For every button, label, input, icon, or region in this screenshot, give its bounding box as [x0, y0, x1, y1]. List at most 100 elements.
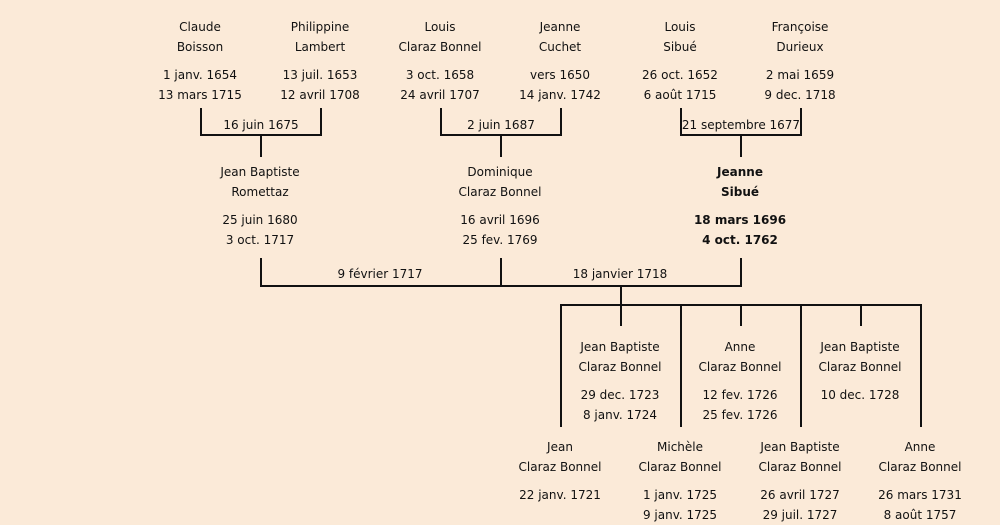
person-last-name: Durieux [776, 40, 824, 54]
spacer [260, 57, 380, 65]
person-first-name: Claude [179, 20, 221, 34]
connector-line [680, 108, 682, 136]
person-first-name: Louis [424, 20, 456, 34]
connector-line [740, 134, 742, 157]
spacer [680, 202, 800, 210]
person-last-name: Sibué [663, 40, 697, 54]
person-last-name: Sibué [720, 185, 760, 199]
marriage-date: 18 janvier 1718 [572, 267, 668, 281]
person-birth-date: 3 oct. 1658 [405, 68, 475, 82]
person-death-date [800, 405, 920, 425]
person-last-name: Claraz Bonnel [398, 40, 482, 54]
person-death-date: 12 avril 1708 [280, 88, 360, 102]
person-death-date: 14 janv. 1742 [519, 88, 601, 102]
person-birth-date: 26 mars 1731 [878, 488, 962, 502]
person-first-name: Anne [904, 440, 936, 454]
connector-line [320, 108, 322, 136]
person-birth-date: 1 janv. 1654 [162, 68, 238, 82]
spacer [680, 377, 800, 385]
spacer [740, 57, 860, 65]
person-death-date: 25 fev. 1726 [702, 408, 778, 422]
person-last-name: Lambert [294, 40, 346, 54]
spacer [200, 202, 320, 210]
marriage-date: 21 septembre 1677 [681, 118, 801, 132]
person-last-name: Cuchet [538, 40, 582, 54]
connector-line [560, 304, 562, 427]
spacer [380, 57, 500, 65]
person-first-name: Anne [724, 340, 756, 354]
person-death-date: 9 janv. 1725 [642, 508, 718, 522]
person-death-date: 9 dec. 1718 [764, 88, 836, 102]
person-birth-date: 18 mars 1696 [693, 213, 787, 227]
person-birth-date: 25 juin 1680 [222, 213, 298, 227]
person-last-name: Claraz Bonnel [518, 460, 602, 474]
person-birth-date: 12 fev. 1726 [702, 388, 778, 402]
spacer [620, 477, 740, 485]
person-death-date [500, 505, 620, 525]
person-first-name: Louis [664, 20, 696, 34]
connector-line [260, 258, 262, 287]
connector-line [500, 134, 502, 157]
connector-line [260, 285, 742, 287]
connector-line [560, 108, 562, 136]
connector-line [740, 258, 742, 287]
person-birth-date: 10 dec. 1728 [820, 388, 900, 402]
person-last-name: Claraz Bonnel [698, 360, 782, 374]
person-first-name: Françoise [771, 20, 829, 34]
person-first-name: Philippine [290, 20, 350, 34]
connector-line [800, 108, 802, 136]
marriage-date: 9 février 1717 [337, 267, 423, 281]
spacer [500, 477, 620, 485]
person-death-date: 25 fev. 1769 [462, 233, 538, 247]
spacer [800, 377, 920, 385]
person-death-date: 3 oct. 1717 [225, 233, 295, 247]
person-last-name: Claraz Bonnel [578, 360, 662, 374]
spacer [560, 377, 680, 385]
spacer [140, 57, 260, 65]
person-birth-date: 13 juil. 1653 [282, 68, 358, 82]
connector-line [860, 304, 862, 326]
person-birth-date: 16 avril 1696 [460, 213, 540, 227]
person-first-name: Jean Baptiste [760, 440, 840, 454]
connector-line [200, 108, 202, 136]
person-last-name: Claraz Bonnel [458, 185, 542, 199]
connector-line [620, 285, 622, 305]
person-last-name: Claraz Bonnel [878, 460, 962, 474]
person-first-name: Jeanne [539, 20, 581, 34]
person-last-name: Romettaz [231, 185, 289, 199]
connector-line [260, 134, 262, 157]
person-death-date: 4 oct. 1762 [702, 233, 778, 247]
person-birth-date: 1 janv. 1725 [642, 488, 718, 502]
person-birth-date: vers 1650 [529, 68, 591, 82]
person-first-name: Jean [547, 440, 573, 454]
connector-line [500, 258, 502, 287]
connector-line [920, 304, 922, 427]
person-last-name: Boisson [176, 40, 224, 54]
spacer [440, 202, 560, 210]
person-birth-date: 29 dec. 1723 [580, 388, 660, 402]
person-birth-date: 22 janv. 1721 [519, 488, 601, 502]
person-death-date: 8 janv. 1724 [582, 408, 658, 422]
connector-line [680, 304, 682, 427]
person-last-name: Claraz Bonnel [758, 460, 842, 474]
person-first-name: Jean Baptiste [220, 165, 300, 179]
person-first-name: Jean Baptiste [580, 340, 660, 354]
person-last-name: Claraz Bonnel [638, 460, 722, 474]
spacer [860, 477, 980, 485]
